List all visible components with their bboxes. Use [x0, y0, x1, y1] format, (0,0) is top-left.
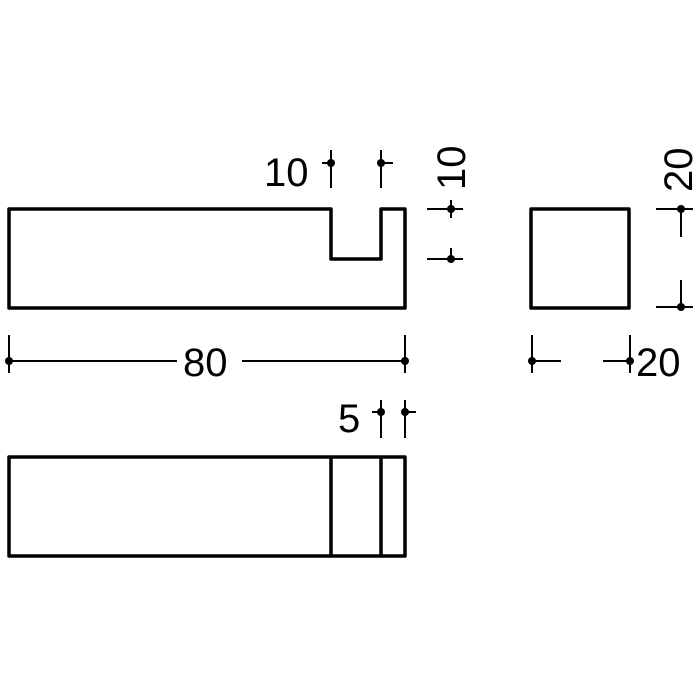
overall-length-dimension: 80: [5, 335, 409, 385]
side-height-dimension: 20: [656, 148, 700, 311]
side-width-dimension: 20: [528, 335, 681, 385]
side-height-label: 20: [657, 148, 700, 193]
end-segment-dimension: 5: [338, 397, 416, 441]
side-view-outline: [529, 207, 631, 310]
side-width-label: 20: [636, 341, 681, 385]
front-view-outline: [7, 207, 407, 310]
notch-width-label: 10: [264, 151, 309, 195]
end-segment-label: 5: [338, 397, 360, 441]
overall-length-label: 80: [183, 341, 228, 385]
notch-width-dimension: 10: [264, 150, 393, 195]
top-view-outline: [7, 455, 407, 558]
notch-depth-label: 10: [430, 146, 474, 191]
notch-depth-dimension: 10: [427, 146, 474, 263]
